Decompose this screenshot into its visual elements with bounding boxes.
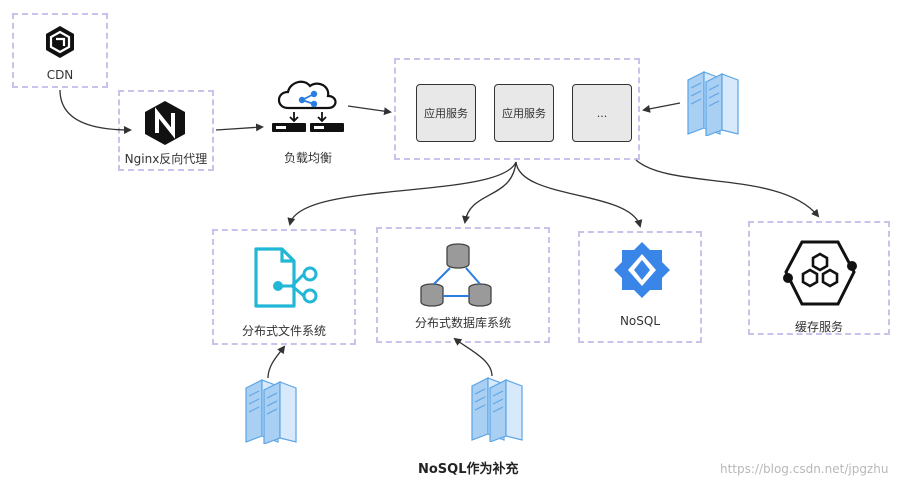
app-service-2-label: 应用服务 [502, 107, 546, 120]
app-service-2[interactable]: 应用服务 [494, 84, 554, 142]
arrow-apps-to-dfs [287, 161, 517, 226]
load-balancer-icon [272, 80, 344, 132]
app-service-more[interactable]: ... [572, 84, 632, 142]
server-rack-icon [687, 71, 739, 136]
nginx-label: Nginx反向代理 [124, 152, 208, 166]
nosql-box [578, 231, 702, 343]
lb-label: 负载均衡 [283, 151, 332, 165]
cache-label: 缓存服务 [794, 320, 843, 334]
arrow-server-to-dfs [267, 345, 286, 379]
cdn-box [12, 13, 108, 88]
app-service-1[interactable]: 应用服务 [416, 84, 476, 142]
ddb-label: 分布式数据库系统 [414, 316, 511, 330]
server-rack-icon [471, 377, 523, 442]
app-service-more-label: ... [596, 106, 608, 120]
dfs-label: 分布式文件系统 [241, 324, 326, 338]
ddb-box [376, 227, 550, 343]
file-share-icon [254, 247, 318, 308]
arrow-lb-to-apps [347, 105, 392, 116]
cdn-icon [46, 26, 74, 58]
arrow-server-to-ddb [453, 337, 493, 377]
arrow-cdn-to-nginx [59, 89, 132, 134]
cache-box [748, 221, 890, 335]
app-cluster-box [394, 58, 640, 160]
diagram-caption: NoSQL作为补充 [418, 462, 519, 477]
nginx-icon [145, 101, 185, 145]
nginx-box [118, 90, 214, 171]
app-service-1-label: 应用服务 [424, 107, 468, 120]
nosql-label: NoSQL [619, 314, 661, 328]
arrow-apps-to-ddb [461, 161, 517, 224]
arrow-nginx-to-lb [215, 123, 264, 132]
server-rack-icon [245, 379, 297, 444]
cdn-label: CDN [46, 68, 74, 82]
watermark-text: https://blog.csdn.net/jpgzhu [720, 462, 889, 476]
cache-icon [783, 240, 857, 306]
arrow-apps-to-nosql [515, 161, 643, 228]
dfs-box [212, 229, 356, 345]
database-icon [420, 243, 492, 307]
arrow-server-to-apps [642, 102, 681, 113]
arrow-apps-to-cache [635, 159, 820, 218]
nosql-icon [614, 242, 670, 298]
